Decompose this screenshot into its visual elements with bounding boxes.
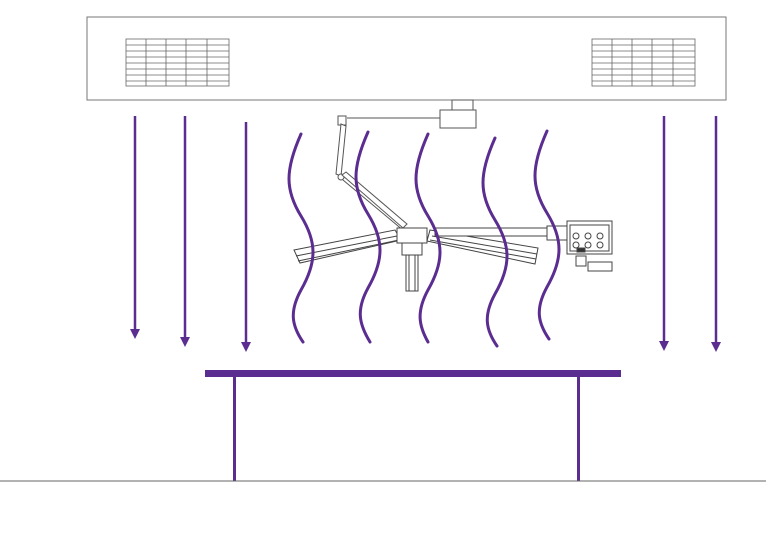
laminar-flow-arrows: [130, 116, 721, 352]
table-top: [205, 370, 621, 377]
control-panel-icon: [566, 220, 613, 272]
wavy-airflow-lines: [287, 129, 561, 348]
table-leg-right: [577, 377, 580, 481]
ceiling-unit: [86, 16, 727, 101]
wavy-airflow-icon: [354, 130, 382, 344]
filter-grid-right: [591, 38, 696, 87]
wavy-airflow-icon: [533, 129, 561, 341]
filter-grid-left: [125, 38, 230, 87]
table-leg-left: [233, 377, 236, 481]
wavy-airflow-icon: [287, 132, 315, 344]
operating-table: [205, 370, 621, 481]
wavy-airflow-icon: [481, 136, 509, 348]
light-ceiling-mount: [337, 99, 477, 129]
surgical-light-arm: [335, 123, 408, 232]
wavy-airflow-icon: [414, 132, 442, 344]
surgical-light-icon: [293, 225, 568, 292]
